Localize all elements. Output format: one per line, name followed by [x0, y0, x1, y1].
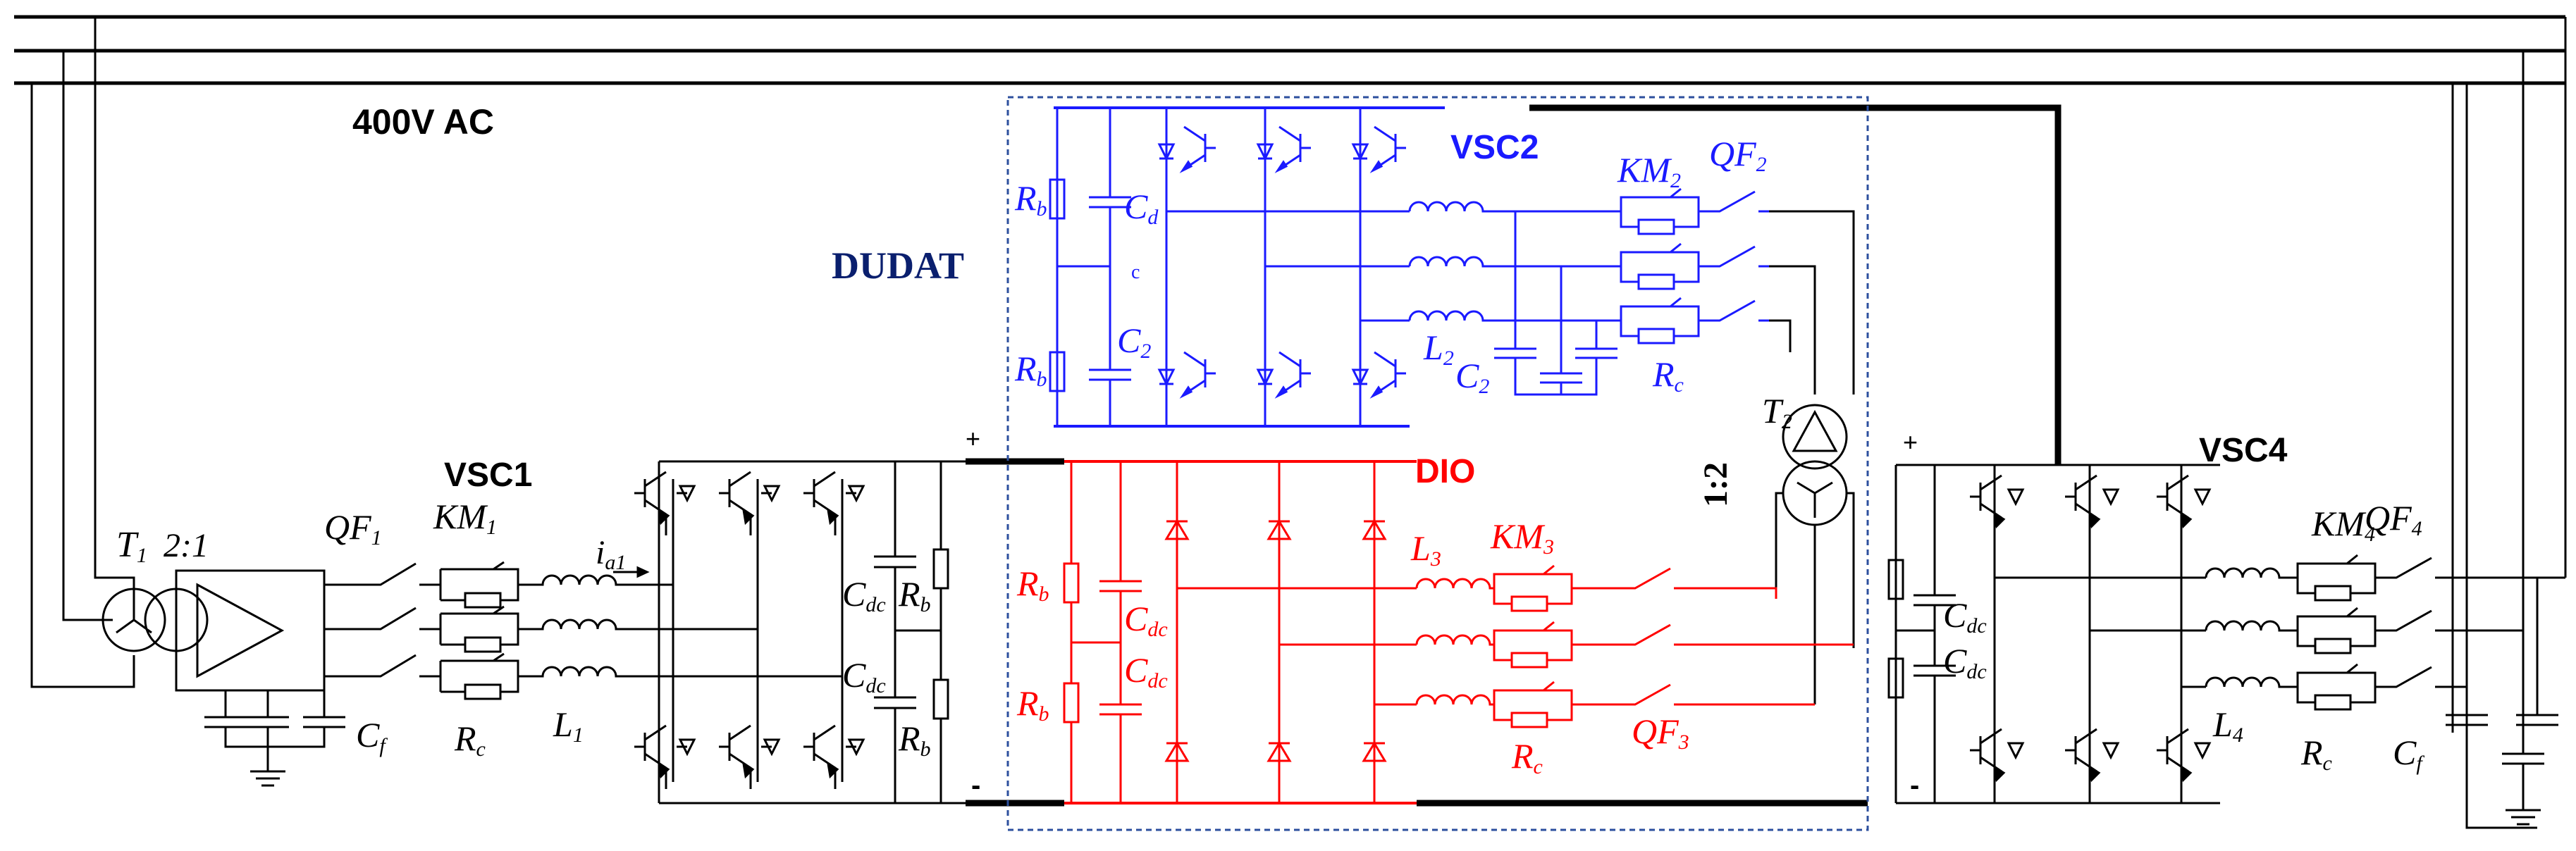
qf2-label: QF2	[1709, 134, 1767, 176]
l2-label: L2	[1423, 328, 1454, 370]
transformer-t2	[1782, 404, 1848, 526]
cdc-label-vsc1-top: Cdc	[842, 574, 886, 616]
delta-winding-box	[175, 569, 326, 692]
t1-label: T1	[116, 525, 147, 567]
vsc2-converter	[1049, 106, 1621, 428]
km2-label: KM2	[1617, 150, 1681, 192]
c2-label-dc: C2	[1117, 321, 1151, 363]
t1-feeder-lines	[30, 17, 135, 688]
km1-label: KM1	[433, 497, 497, 539]
km1-contactors	[439, 561, 519, 700]
minus-left: -	[971, 770, 980, 801]
km4-label: KM4	[2311, 504, 2375, 546]
c-small-label: c	[1131, 261, 1140, 283]
vsc1-dc-link	[874, 461, 949, 803]
rb-label-dio-top: Rb	[1016, 564, 1049, 606]
rc-label-vsc1: Rc	[454, 719, 486, 761]
l1-inductors	[518, 566, 751, 678]
l1-label: L1	[553, 704, 584, 747]
cf-label-left: Cf	[356, 715, 388, 757]
qf3-label: QF3	[1632, 712, 1689, 754]
l3-label: L3	[1410, 528, 1441, 571]
cdc-label-vsc4-bottom: Cdc	[1943, 641, 1987, 683]
ia1-label: ia1	[596, 534, 626, 574]
cdc-label-dio-bottom: Cdc	[1124, 650, 1168, 692]
dio-rectifier	[1063, 460, 1854, 805]
rb-label-dio-bottom: Rb	[1016, 683, 1049, 726]
qf1-label: QF1	[324, 507, 382, 549]
qf4-label: QF4	[2365, 498, 2422, 540]
vsc4-label: VSC4	[2199, 432, 2288, 469]
km2-qf2-switches	[1620, 187, 1769, 344]
t2-secondary-wires	[1775, 492, 1855, 704]
c2-label-ac: C2	[1455, 356, 1489, 398]
t2-primary-wires	[1769, 210, 1855, 395]
cdc-label-vsc4-top: Cdc	[1943, 595, 1987, 638]
dio-label: DIO	[1415, 453, 1475, 490]
rc-label-dio: Rc	[1511, 736, 1543, 778]
dudat-enclosure	[1006, 96, 1869, 831]
vsc1-igbts	[634, 471, 865, 789]
vsc1-ac-lines	[324, 583, 366, 678]
rc-label-vsc4: Rc	[2300, 733, 2332, 775]
rb-label-vsc1-bottom: Rb	[898, 719, 931, 761]
rb-label-vsc1-top: Rb	[898, 574, 931, 616]
vsc4-converter	[1887, 464, 2565, 805]
transformer-t1	[101, 588, 209, 652]
cd-label: Cd	[1124, 187, 1159, 229]
rc-label-vsc2: Rc	[1652, 354, 1684, 397]
rb-label-vsc2-top: Rb	[1014, 178, 1047, 220]
vsc2-label: VSC2	[1450, 129, 1539, 166]
t1-ratio: 2:1	[164, 527, 209, 564]
dc-bus-thick	[966, 104, 2062, 807]
ac-bus-label: 400V AC	[352, 102, 494, 142]
cdc-label-dio-top: Cdc	[1124, 599, 1168, 641]
rb-label-vsc2-bottom: Rb	[1014, 349, 1047, 391]
dudat-label: DUDAT	[832, 244, 964, 287]
t2-label: T2	[1762, 391, 1792, 433]
t2-ratio: 1:2	[1697, 462, 1734, 507]
plus-right: +	[1903, 428, 1918, 456]
cf-label-right: Cf	[2393, 733, 2424, 775]
ac-bus	[14, 15, 2565, 85]
vsc1-label: VSC1	[444, 456, 532, 494]
qf1-switches	[366, 562, 440, 678]
cdc-label-vsc1-bottom: Cdc	[842, 655, 886, 697]
right-bus-drops	[2446, 17, 2567, 829]
minus-right: -	[1910, 770, 1919, 801]
vsc1-bridge	[658, 460, 987, 805]
cf-capacitors-left	[204, 676, 345, 787]
km3-label: KM3	[1490, 516, 1554, 559]
l4-label: L4	[2212, 704, 2243, 747]
plus-left: +	[966, 424, 980, 453]
